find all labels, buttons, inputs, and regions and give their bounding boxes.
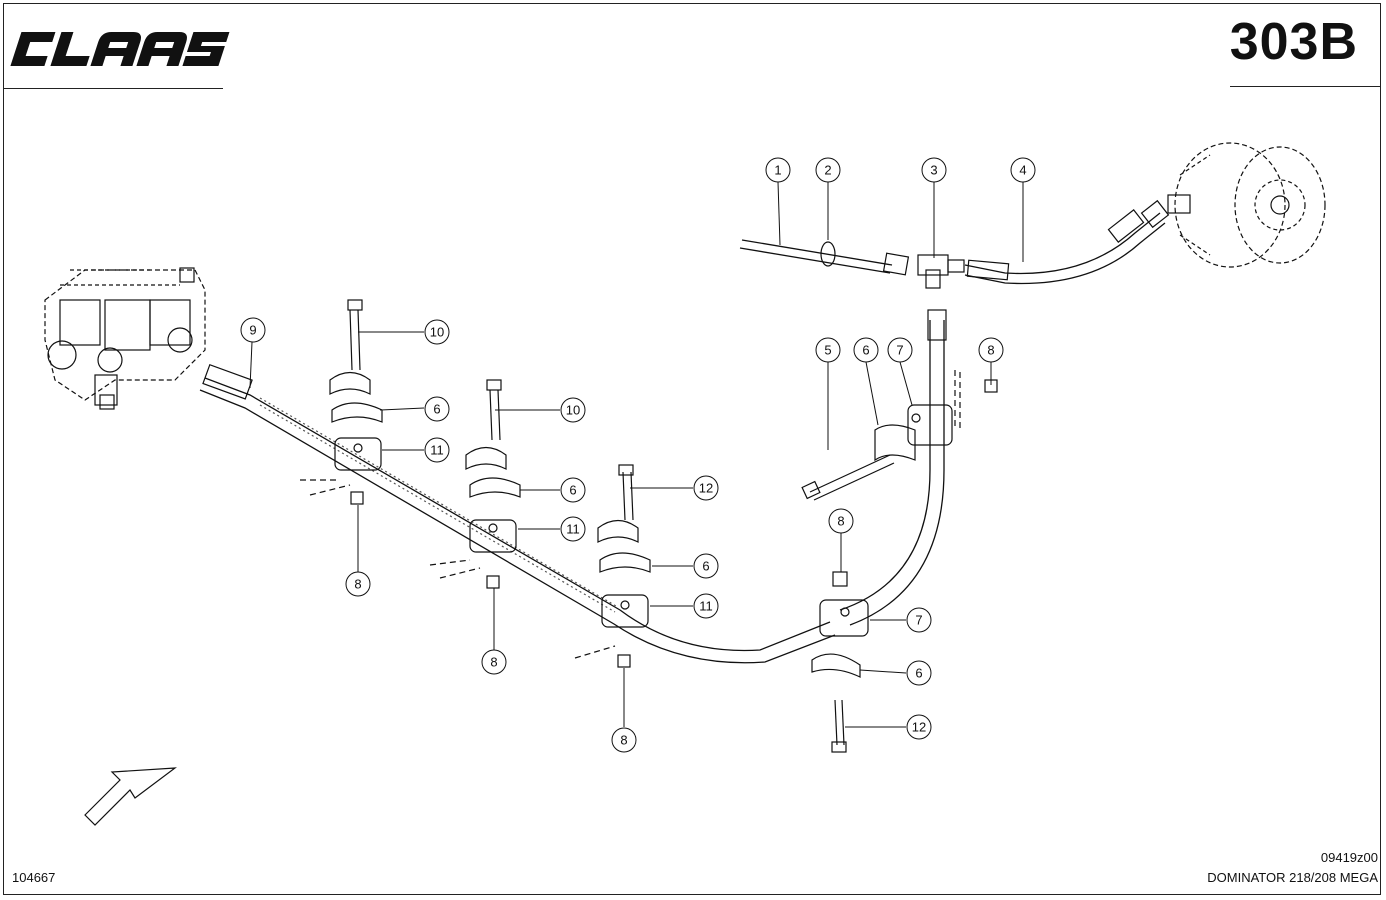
svg-text:3: 3 bbox=[930, 163, 937, 178]
callout-2: 2 bbox=[815, 157, 841, 183]
svg-text:8: 8 bbox=[490, 655, 497, 670]
svg-text:6: 6 bbox=[702, 559, 709, 574]
callout-8: 8 bbox=[481, 649, 507, 675]
callout-6: 6 bbox=[906, 660, 932, 686]
leader-lines bbox=[249, 181, 1024, 728]
callout-6: 6 bbox=[560, 477, 586, 503]
direction-arrow bbox=[84, 767, 177, 826]
callout-7: 7 bbox=[887, 337, 913, 363]
svg-text:8: 8 bbox=[354, 577, 361, 592]
callout-5: 5 bbox=[815, 337, 841, 363]
callout-6: 6 bbox=[693, 553, 719, 579]
svg-text:4: 4 bbox=[1019, 163, 1026, 178]
callout-11: 11 bbox=[424, 437, 450, 463]
callout-6: 6 bbox=[853, 337, 879, 363]
svg-text:1: 1 bbox=[774, 163, 781, 178]
callout-10: 10 bbox=[560, 397, 586, 423]
callout-8: 8 bbox=[978, 337, 1004, 363]
callout-7: 7 bbox=[906, 607, 932, 633]
svg-text:7: 7 bbox=[896, 343, 903, 358]
hydraulic-pump bbox=[1167, 142, 1326, 268]
svg-text:10: 10 bbox=[566, 403, 580, 418]
callout-10: 10 bbox=[424, 319, 450, 345]
machine-model: DOMINATOR 218/208 MEGA bbox=[1207, 870, 1378, 885]
svg-text:6: 6 bbox=[915, 666, 922, 681]
clip-2 bbox=[820, 241, 836, 267]
svg-text:8: 8 bbox=[987, 343, 994, 358]
callout-11: 11 bbox=[693, 593, 719, 619]
callout-9: 9 bbox=[240, 317, 266, 343]
page-number-underline bbox=[1230, 86, 1381, 87]
callout-12: 12 bbox=[906, 714, 932, 740]
callout-11: 11 bbox=[560, 516, 586, 542]
logo-underline bbox=[3, 88, 223, 89]
svg-text:9: 9 bbox=[249, 323, 256, 338]
svg-text:12: 12 bbox=[912, 720, 926, 735]
control-valve-block bbox=[44, 267, 206, 410]
svg-text:6: 6 bbox=[862, 343, 869, 358]
clamp-assembly-2 bbox=[429, 379, 521, 589]
svg-text:2: 2 bbox=[824, 163, 831, 178]
svg-text:6: 6 bbox=[433, 402, 440, 417]
svg-text:8: 8 bbox=[620, 733, 627, 748]
callout-3: 3 bbox=[921, 157, 947, 183]
pipe-1 bbox=[741, 239, 893, 266]
svg-text:11: 11 bbox=[430, 443, 444, 458]
main-pipe-9 bbox=[199, 363, 836, 664]
clamp-assembly-3 bbox=[574, 464, 651, 668]
svg-text:11: 11 bbox=[566, 522, 580, 537]
svg-text:6: 6 bbox=[569, 483, 576, 498]
bend-clamp-assembly bbox=[811, 571, 869, 753]
callout-4: 4 bbox=[1010, 157, 1036, 183]
callout-8: 8 bbox=[345, 571, 371, 597]
clamp-assembly-1 bbox=[300, 299, 383, 505]
svg-text:10: 10 bbox=[430, 325, 444, 340]
hose-4 bbox=[964, 212, 1161, 275]
callout-bubbles: 1 2 3 4 5 6 7 8 9 10 6 11 10 6 11 12 6 1… bbox=[240, 157, 1036, 753]
svg-text:11: 11 bbox=[699, 599, 713, 614]
svg-text:5: 5 bbox=[824, 343, 831, 358]
callout-8: 8 bbox=[828, 508, 854, 534]
callout-8: 8 bbox=[611, 727, 637, 753]
svg-text:7: 7 bbox=[915, 613, 922, 628]
pipe-riser bbox=[839, 320, 931, 611]
drawing-number: 104667 bbox=[12, 870, 56, 885]
svg-text:12: 12 bbox=[699, 481, 713, 496]
claas-logo bbox=[10, 32, 230, 66]
page-number: 303B bbox=[1229, 13, 1358, 71]
document-code: 09419z00 bbox=[1320, 850, 1378, 865]
svg-text:8: 8 bbox=[837, 514, 844, 529]
riser-clamp-assembly bbox=[801, 370, 998, 501]
sheet-frame bbox=[3, 3, 1381, 895]
callout-6: 6 bbox=[424, 396, 450, 422]
callout-12: 12 bbox=[693, 475, 719, 501]
callout-1: 1 bbox=[765, 157, 791, 183]
tee-fitting-3 bbox=[917, 254, 965, 289]
